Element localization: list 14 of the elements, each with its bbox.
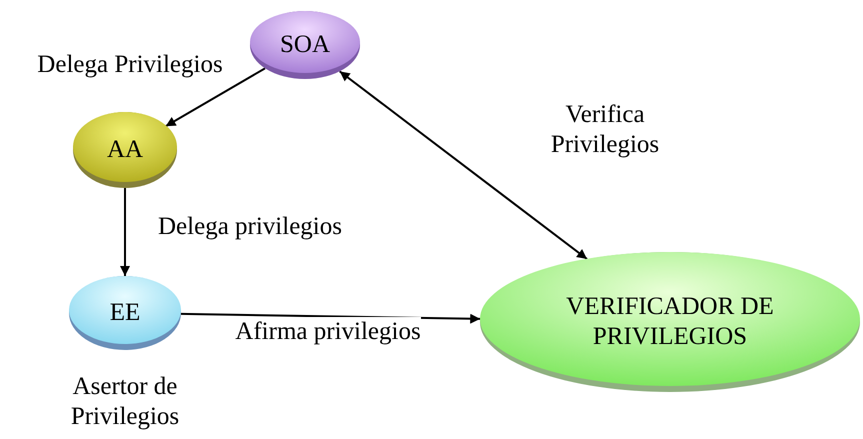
ellipse-node bbox=[69, 276, 181, 350]
node-label: EE bbox=[110, 298, 140, 328]
node-label: SOA bbox=[280, 30, 330, 60]
edge-label: Afirma privilegios bbox=[235, 317, 421, 347]
ellipse-node bbox=[480, 252, 860, 392]
ellipse-node bbox=[73, 112, 177, 188]
node-label: VERIFICADOR DE PRIVILEGIOS bbox=[565, 292, 775, 352]
arrow bbox=[180, 312, 480, 324]
ellipse-node bbox=[250, 11, 360, 79]
arrow bbox=[120, 188, 130, 276]
arrow bbox=[165, 67, 266, 128]
node-caption: Asertor de Privilegios bbox=[70, 372, 180, 432]
node-label: AA bbox=[106, 135, 144, 165]
arrow bbox=[339, 70, 588, 260]
